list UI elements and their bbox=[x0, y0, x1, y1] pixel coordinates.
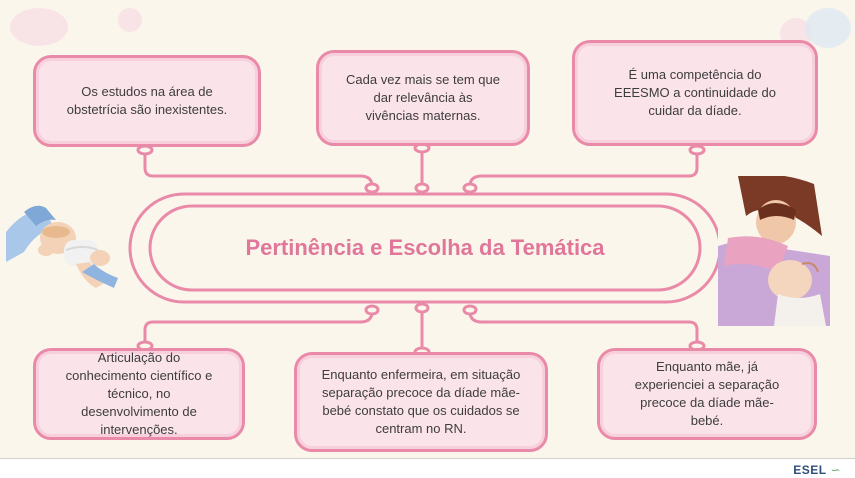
footer-bar bbox=[0, 458, 855, 478]
box-bottom-center: Enquanto enfermeira, em situação separaç… bbox=[294, 352, 548, 452]
newborn-image bbox=[6, 192, 124, 296]
decorative-bubble bbox=[10, 8, 68, 46]
box-top-right: É uma competência do EEESMO a continuida… bbox=[572, 40, 818, 146]
esel-logo: ESEL ∽ bbox=[793, 463, 841, 477]
box-bottom-right: Enquanto mãe, já experienciei a separaçã… bbox=[597, 348, 817, 440]
decorative-bubble bbox=[805, 8, 851, 48]
logo-swirl-icon: ∽ bbox=[826, 463, 841, 477]
connector-bottom-left bbox=[143, 310, 374, 347]
diagram-title: Pertinência e Escolha da Temática bbox=[245, 235, 605, 260]
slide: Pertinência e Escolha da Temática Os est… bbox=[0, 0, 855, 458]
esel-logo-text: ESEL bbox=[793, 463, 827, 477]
box-top-center: Cada vez mais se tem que dar relevância … bbox=[316, 50, 530, 146]
mother-baby-image bbox=[718, 176, 830, 326]
connector-bottom-right bbox=[468, 310, 699, 347]
center-frame-inner bbox=[148, 204, 702, 292]
box-top-left: Os estudos na área de obstetrícia são in… bbox=[33, 55, 261, 147]
box-bottom-left: Articulação do conhecimento científico e… bbox=[33, 348, 245, 440]
connector-top-left bbox=[143, 148, 374, 188]
decorative-bubble bbox=[118, 8, 142, 32]
connector-top-right bbox=[468, 148, 699, 188]
